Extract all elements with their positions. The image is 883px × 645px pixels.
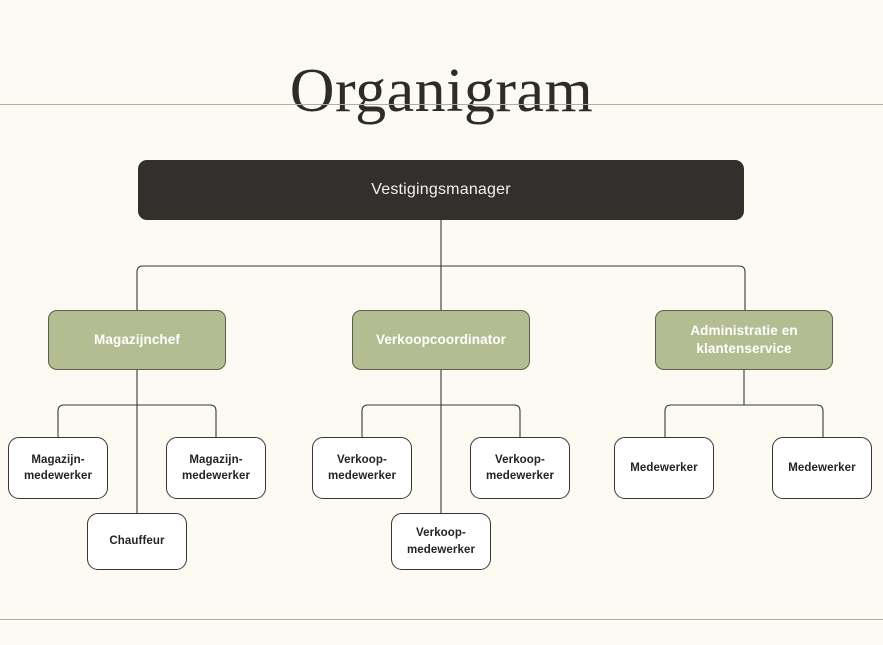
divider-bottom bbox=[0, 619, 883, 620]
node-label: Magazijnchef bbox=[94, 331, 180, 347]
node-label: Chauffeur bbox=[109, 535, 165, 548]
node-label: Vestigingsmanager bbox=[371, 181, 511, 198]
node-label: Magazijn- medewerker bbox=[23, 453, 93, 482]
node-administratie-en-klantenservice[interactable]: Administratie en klantenservice bbox=[655, 310, 833, 370]
node-verkoop-medewerker-3[interactable]: Verkoop- medewerker bbox=[391, 513, 491, 570]
node-magazijn-medewerker-2[interactable]: Magazijn- medewerker bbox=[166, 437, 266, 499]
node-label: Magazijn- medewerker bbox=[181, 453, 251, 482]
node-magazijn-medewerker-1[interactable]: Magazijn- medewerker bbox=[8, 437, 108, 499]
node-label: Verkoop- medewerker bbox=[406, 527, 476, 556]
connector-magazijnchef-bus bbox=[57, 404, 217, 437]
node-magazijnchef[interactable]: Magazijnchef bbox=[48, 310, 226, 370]
node-label: Medewerker bbox=[788, 461, 856, 474]
node-label: Verkoop- medewerker bbox=[485, 453, 555, 482]
connector-verkoop-bus bbox=[361, 404, 521, 437]
node-medewerker-2[interactable]: Medewerker bbox=[772, 437, 872, 499]
node-chauffeur[interactable]: Chauffeur bbox=[87, 513, 187, 570]
connector-level1-bus bbox=[136, 265, 746, 310]
node-label: Medewerker bbox=[630, 461, 698, 474]
connector-administratie-bus bbox=[664, 404, 824, 437]
node-label: Verkoopcoordinator bbox=[375, 331, 507, 347]
divider-top bbox=[0, 104, 883, 105]
node-label: Verkoop- medewerker bbox=[327, 453, 397, 482]
node-verkoop-medewerker-1[interactable]: Verkoop- medewerker bbox=[312, 437, 412, 499]
node-verkoop-medewerker-2[interactable]: Verkoop- medewerker bbox=[470, 437, 570, 499]
node-label: Administratie en klantenservice bbox=[690, 322, 798, 356]
node-medewerker-1[interactable]: Medewerker bbox=[614, 437, 714, 499]
node-vestigingsmanager[interactable]: Vestigingsmanager bbox=[138, 160, 744, 220]
page-title: Organigram bbox=[289, 56, 594, 125]
node-verkoopcoordinator[interactable]: Verkoopcoordinator bbox=[352, 310, 530, 370]
